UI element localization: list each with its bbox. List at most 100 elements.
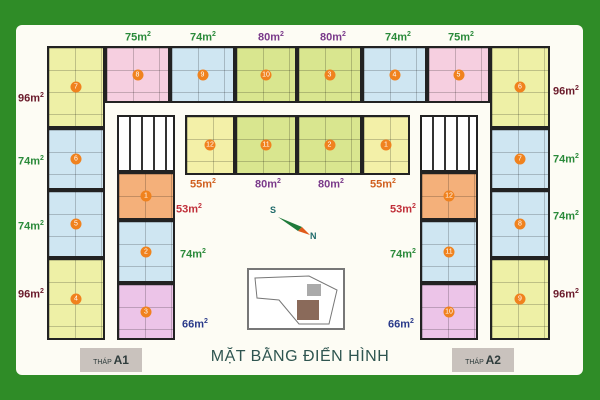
apartment-unit-a1-8[interactable]: 8 <box>105 46 170 103</box>
apartment-unit-a1-6[interactable]: 6 <box>47 128 105 190</box>
apartment-unit-a1-7[interactable]: 7 <box>47 46 105 128</box>
area-value: 96m <box>18 92 41 105</box>
unit-area-label: 75m2 <box>125 31 151 44</box>
unit-number-badge: 10 <box>260 69 272 80</box>
apartment-unit-a1-4[interactable]: 4 <box>47 258 105 340</box>
tower-label-a1: THÁP A1 <box>80 348 142 372</box>
unit-area-label: 80m2 <box>258 31 284 44</box>
area-value: 66m <box>182 318 205 331</box>
apartment-unit-a1-1[interactable]: 1 <box>117 172 175 220</box>
unit-number-badge: 5 <box>453 69 464 80</box>
apartment-unit-a2-11[interactable]: 11 <box>420 220 478 283</box>
unit-number-badge: 6 <box>70 153 82 165</box>
tower-name: A2 <box>485 353 501 367</box>
apartment-unit-a2-3[interactable]: 3 <box>297 46 362 103</box>
area-value: 55m <box>370 178 393 191</box>
apartment-unit-a2-10[interactable]: 10 <box>420 283 478 340</box>
unit-number-badge: 4 <box>389 69 400 80</box>
apartment-unit-a1-10[interactable]: 10 <box>235 46 297 103</box>
unit-number-badge: 7 <box>514 153 526 165</box>
area-value: 96m <box>553 288 576 301</box>
unit-number-badge: 9 <box>197 69 208 80</box>
apartment-unit-a2-2[interactable]: 2 <box>297 115 362 175</box>
compass-arrow-icon <box>278 217 310 235</box>
unit-area-label: 74m2 <box>385 31 411 44</box>
area-superscript: 2 <box>412 248 416 255</box>
area-value: 75m <box>125 31 148 44</box>
compass-north: N <box>310 231 317 241</box>
unit-number-badge: 12 <box>204 139 216 151</box>
apartment-unit-a2-1[interactable]: 1 <box>362 115 410 175</box>
apartment-unit-a2-9[interactable]: 9 <box>490 258 550 340</box>
area-superscript: 2 <box>147 31 151 38</box>
area-superscript: 2 <box>277 178 281 185</box>
area-value: 66m <box>388 318 411 331</box>
unit-area-label: 74m2 <box>18 220 44 233</box>
unit-number-badge: 1 <box>140 190 152 202</box>
apartment-unit-a2-6[interactable]: 6 <box>490 46 550 128</box>
area-value: 74m <box>18 220 41 233</box>
unit-number-badge: 6 <box>514 81 526 93</box>
area-value: 75m <box>448 31 471 44</box>
apartment-unit-a2-7[interactable]: 7 <box>490 128 550 190</box>
compass-south: S <box>270 205 277 215</box>
area-value: 53m <box>390 203 413 216</box>
plan-title: MẶT BẰNG ĐIỂN HÌNH <box>210 348 390 365</box>
apartment-unit-a2-8[interactable]: 8 <box>490 190 550 258</box>
unit-area-label: 96m2 <box>18 92 44 105</box>
apartment-unit-a2-5[interactable]: 5 <box>427 46 490 103</box>
area-value: 74m <box>553 210 576 223</box>
unit-area-label: 53m2 <box>176 203 202 216</box>
tower-prefix: THÁP <box>93 359 112 366</box>
area-value: 80m <box>318 178 341 191</box>
unit-number-badge: 4 <box>70 293 82 305</box>
unit-number-badge: 11 <box>443 246 455 257</box>
area-value: 74m <box>180 248 203 261</box>
unit-number-badge: 2 <box>324 139 335 151</box>
unit-area-label: 74m2 <box>18 155 44 168</box>
apartment-unit-a1-2[interactable]: 2 <box>117 220 175 283</box>
area-superscript: 2 <box>342 31 346 38</box>
area-value: 96m <box>18 288 41 301</box>
area-superscript: 2 <box>40 155 44 162</box>
area-value: 74m <box>553 153 576 166</box>
area-value: 80m <box>258 31 281 44</box>
apartment-unit-a1-9[interactable]: 9 <box>170 46 235 103</box>
unit-number-badge: 5 <box>70 218 82 230</box>
area-value: 53m <box>176 203 199 216</box>
area-superscript: 2 <box>202 248 206 255</box>
apartment-unit-a2-12[interactable]: 12 <box>420 172 478 220</box>
area-superscript: 2 <box>40 92 44 99</box>
site-plan-thumbnail <box>247 268 345 330</box>
tower-prefix: THÁP <box>465 359 484 366</box>
unit-area-label: 55m2 <box>190 178 216 191</box>
unit-area-label: 96m2 <box>553 85 579 98</box>
unit-number-badge: 10 <box>443 306 455 317</box>
area-value: 80m <box>320 31 343 44</box>
unit-number-badge: 7 <box>70 81 82 93</box>
unit-number-badge: 1 <box>380 139 392 151</box>
unit-area-label: 96m2 <box>553 288 579 301</box>
area-value: 96m <box>553 85 576 98</box>
apartment-unit-a1-11[interactable]: 11 <box>235 115 297 175</box>
unit-area-label: 55m2 <box>370 178 396 191</box>
apartment-unit-a2-4[interactable]: 4 <box>362 46 427 103</box>
apartment-unit-a1-12[interactable]: 12 <box>185 115 235 175</box>
area-superscript: 2 <box>575 210 579 217</box>
unit-area-label: 80m2 <box>318 178 344 191</box>
unit-area-label: 75m2 <box>448 31 474 44</box>
unit-area-label: 66m2 <box>182 318 208 331</box>
area-superscript: 2 <box>212 31 216 38</box>
area-superscript: 2 <box>407 31 411 38</box>
elevator-core-a1 <box>117 115 175 172</box>
area-superscript: 2 <box>204 318 208 325</box>
apartment-unit-a1-3[interactable]: 3 <box>117 283 175 340</box>
elevator-core-a2 <box>420 115 478 172</box>
unit-area-label: 66m2 <box>388 318 414 331</box>
area-superscript: 2 <box>575 85 579 92</box>
apartment-unit-a1-5[interactable]: 5 <box>47 190 105 258</box>
unit-area-label: 74m2 <box>190 31 216 44</box>
area-value: 74m <box>385 31 408 44</box>
unit-area-label: 74m2 <box>553 210 579 223</box>
unit-area-label: 74m2 <box>553 153 579 166</box>
